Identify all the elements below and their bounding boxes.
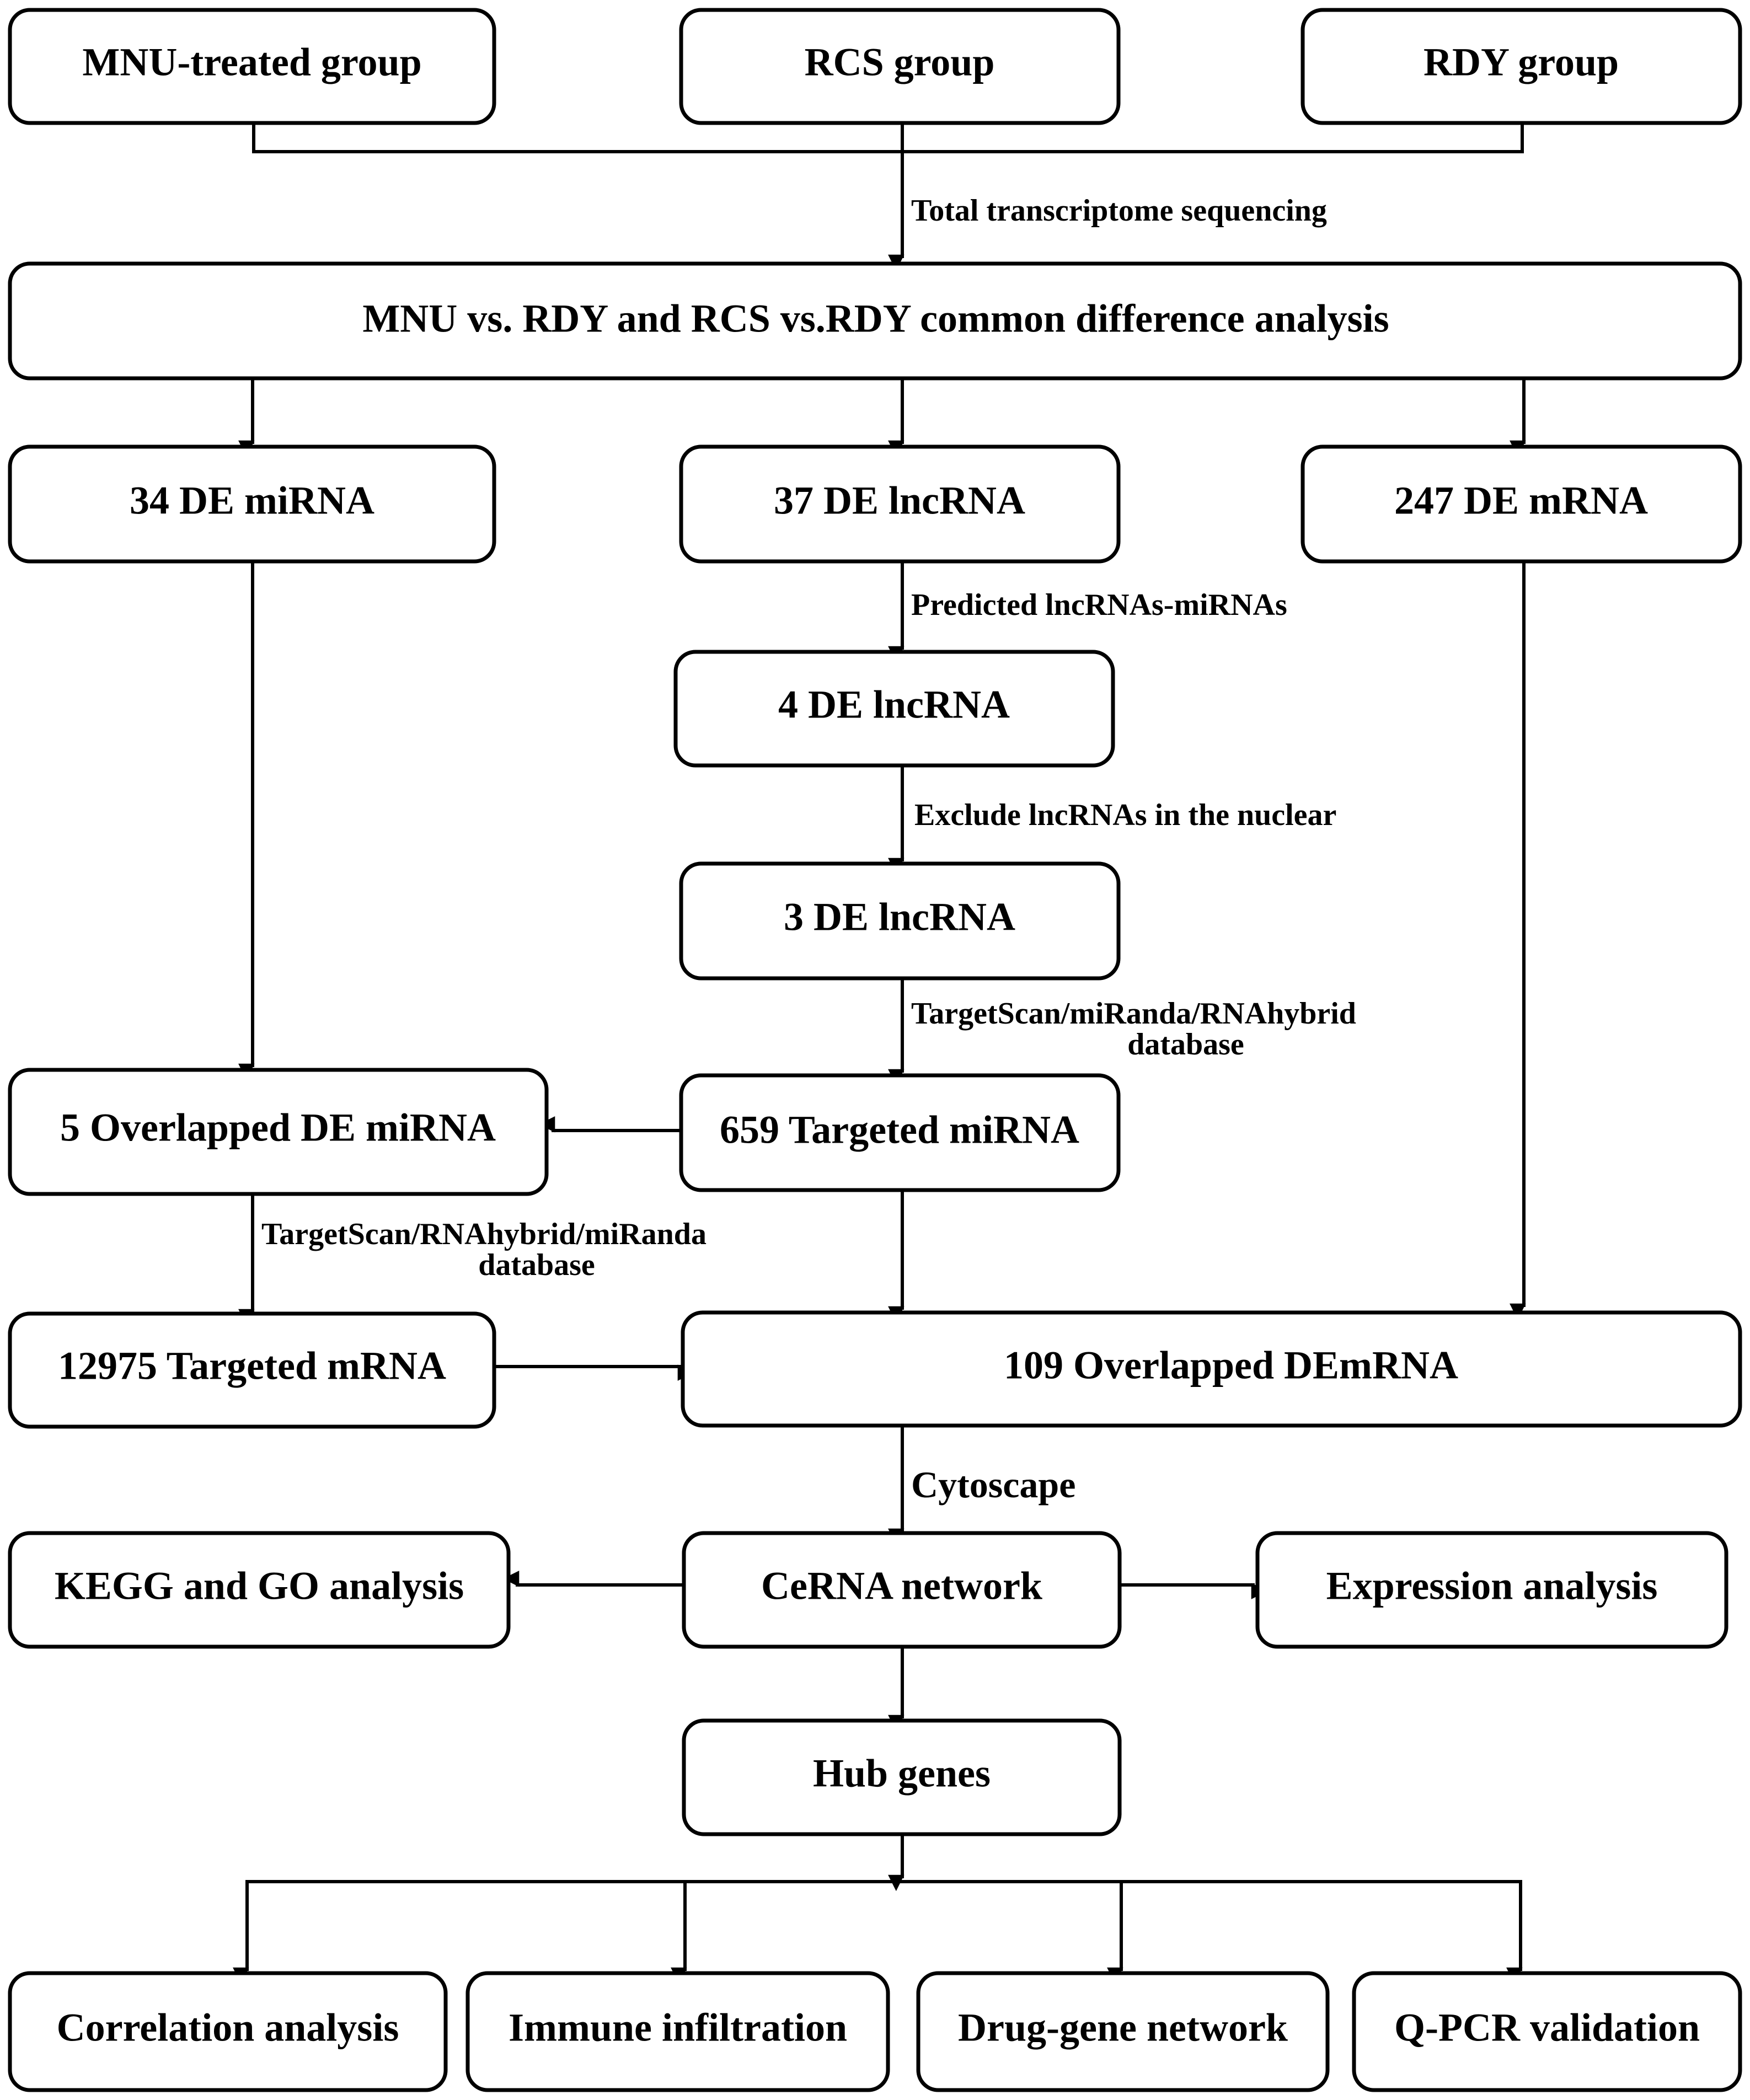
node-rdy-group: RDY group: [1301, 8, 1742, 125]
label-cytoscape: Cytoscape: [911, 1464, 1075, 1506]
svg-text:659 Targeted miRNA: 659 Targeted miRNA: [720, 1108, 1079, 1152]
svg-text:Drug-gene network: Drug-gene network: [958, 2006, 1288, 2050]
node-37-de-lncrna: 37 DE lncRNA: [679, 444, 1121, 564]
label-db2-line2: database: [478, 1248, 595, 1282]
svg-text:CeRNA network: CeRNA network: [761, 1564, 1042, 1608]
node-common-analysis: MNU vs. RDY and RCS vs.RDY common differ…: [8, 261, 1742, 381]
edge-groups-merge: [252, 124, 1524, 153]
node-3-de-lncrna: 3 DE lncRNA: [679, 861, 1121, 981]
node-kegg-go: KEGG and GO analysis: [8, 1531, 511, 1649]
svg-text:KEGG and GO analysis: KEGG and GO analysis: [55, 1564, 464, 1608]
nodes: MNU-treated group RCS group RDY group MN…: [8, 8, 1742, 2092]
svg-text:Immune infiltration: Immune infiltration: [509, 2006, 847, 2050]
edges: [233, 124, 1526, 1984]
node-12975-targeted-mrna: 12975 Targeted mRNA: [8, 1311, 496, 1429]
svg-text:RCS group: RCS group: [805, 40, 995, 84]
svg-text:Hub genes: Hub genes: [813, 1751, 991, 1796]
node-247-de-mrna: 247 DE mRNA: [1301, 444, 1742, 564]
node-cerna-network: CeRNA network: [682, 1531, 1122, 1649]
node-correlation-analysis: Correlation analysis: [8, 1971, 448, 2092]
node-659-targeted-mirna: 659 Targeted miRNA: [679, 1073, 1121, 1192]
node-immune-infiltration: Immune infiltration: [465, 1971, 890, 2092]
svg-text:12975 Targeted mRNA: 12975 Targeted mRNA: [58, 1344, 446, 1388]
node-expression-analysis: Expression analysis: [1255, 1531, 1728, 1649]
node-hub-genes: Hub genes: [682, 1718, 1122, 1836]
svg-text:Expression analysis: Expression analysis: [1326, 1564, 1658, 1608]
node-qpcr-validation: Q-PCR validation: [1352, 1971, 1742, 2092]
label-db2-line1: TargetScan/RNAhybrid/miRanda: [261, 1217, 707, 1251]
label-exclude: Exclude lncRNAs in the nuclear: [914, 798, 1336, 832]
svg-text:MNU vs. RDY and RCS vs.RDY com: MNU vs. RDY and RCS vs.RDY common differ…: [362, 297, 1389, 341]
node-5-overlapped-de-mirna: 5 Overlapped DE miRNA: [8, 1068, 549, 1196]
svg-text:Q-PCR validation: Q-PCR validation: [1394, 2006, 1700, 2050]
label-sequencing: Total transcriptome sequencing: [911, 194, 1327, 228]
svg-text:34 DE miRNA: 34 DE miRNA: [130, 479, 374, 523]
svg-text:5 Overlapped DE miRNA: 5 Overlapped DE miRNA: [60, 1106, 496, 1150]
label-db1-line1: TargetScan/miRanda/RNAhybrid: [911, 997, 1356, 1031]
svg-text:109 Overlapped DEmRNA: 109 Overlapped DEmRNA: [1004, 1343, 1458, 1388]
label-predicted: Predicted lncRNAs-miRNAs: [911, 588, 1287, 622]
edge-labels: Total transcriptome sequencing Predicted…: [261, 194, 1356, 1506]
node-mnu-group: MNU-treated group: [8, 8, 496, 125]
node-109-overlapped-demrna: 109 Overlapped DEmRNA: [681, 1310, 1742, 1428]
svg-text:3 DE lncRNA: 3 DE lncRNA: [784, 895, 1015, 939]
node-34-de-mirna: 34 DE miRNA: [8, 444, 496, 564]
node-rcs-group: RCS group: [679, 8, 1121, 125]
node-drug-gene-network: Drug-gene network: [916, 1971, 1330, 2092]
svg-text:37 DE lncRNA: 37 DE lncRNA: [774, 479, 1025, 523]
svg-text:RDY group: RDY group: [1423, 40, 1619, 84]
node-4-de-lncrna: 4 DE lncRNA: [673, 650, 1115, 768]
svg-text:247 DE mRNA: 247 DE mRNA: [1394, 479, 1648, 523]
label-db1-line2: database: [1127, 1027, 1244, 1062]
svg-text:4 DE lncRNA: 4 DE lncRNA: [778, 683, 1010, 727]
svg-text:Correlation analysis: Correlation analysis: [57, 2006, 399, 2050]
svg-text:MNU-treated group: MNU-treated group: [82, 40, 421, 84]
